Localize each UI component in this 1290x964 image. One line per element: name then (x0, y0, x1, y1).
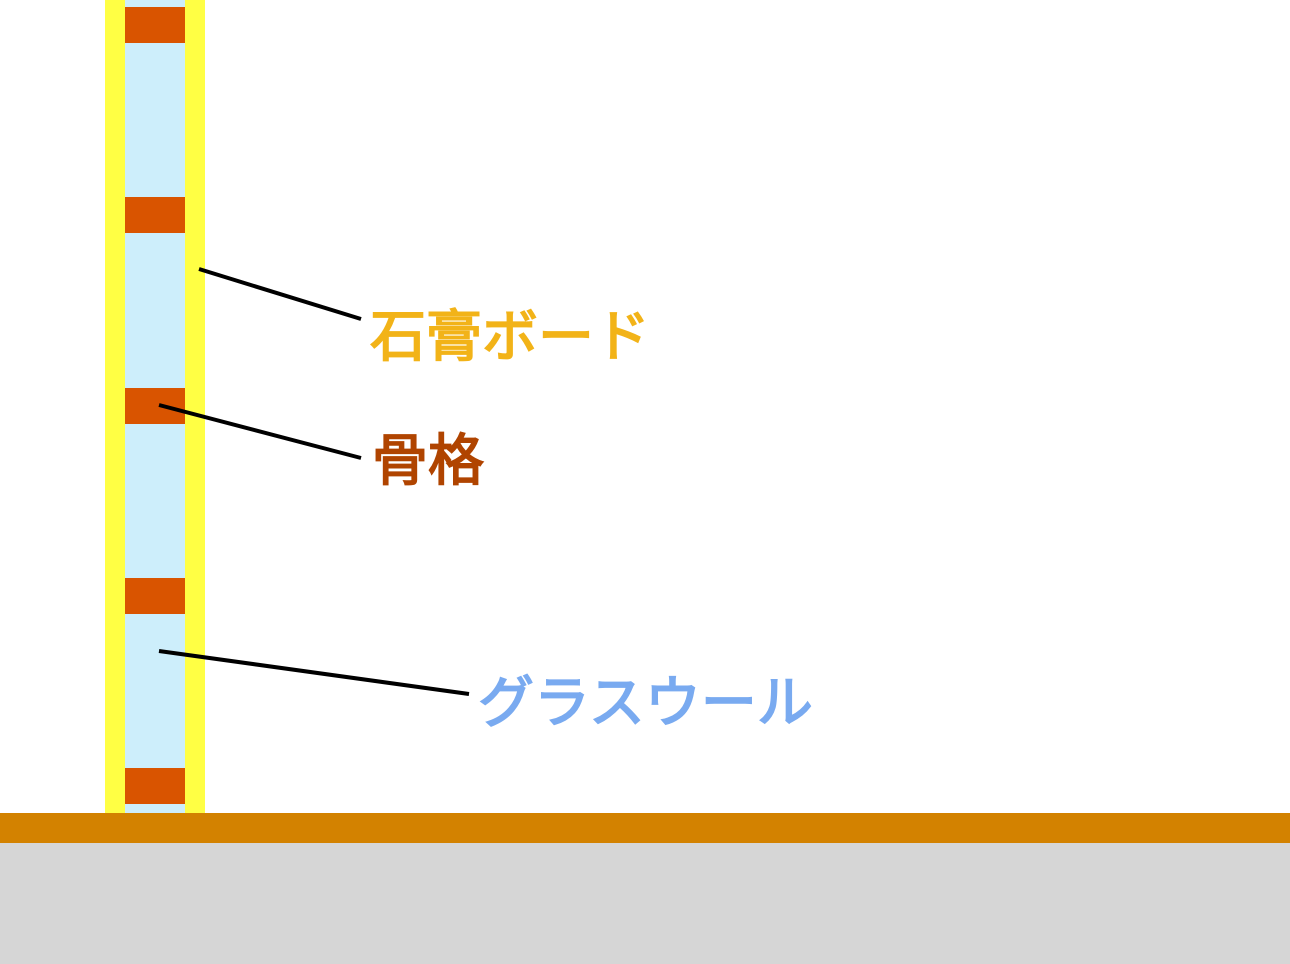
gypsum-board-label: 石膏ボード (370, 305, 650, 370)
frame-label: 骨格 (372, 429, 484, 494)
gypsum-board-left (105, 0, 125, 813)
leader-line-glass-wool (158, 649, 470, 696)
gypsum-board-right (185, 0, 205, 813)
frame-stud (125, 578, 185, 614)
floor-slab (0, 813, 1290, 843)
ground (0, 843, 1290, 964)
frame-stud (125, 388, 185, 424)
leader-line-gypsum-board (198, 267, 362, 321)
frame-stud (125, 768, 185, 804)
frame-stud (125, 7, 185, 43)
leader-line-frame (158, 403, 362, 460)
frame-stud (125, 197, 185, 233)
glass-wool-label: グラスウール (478, 671, 813, 736)
